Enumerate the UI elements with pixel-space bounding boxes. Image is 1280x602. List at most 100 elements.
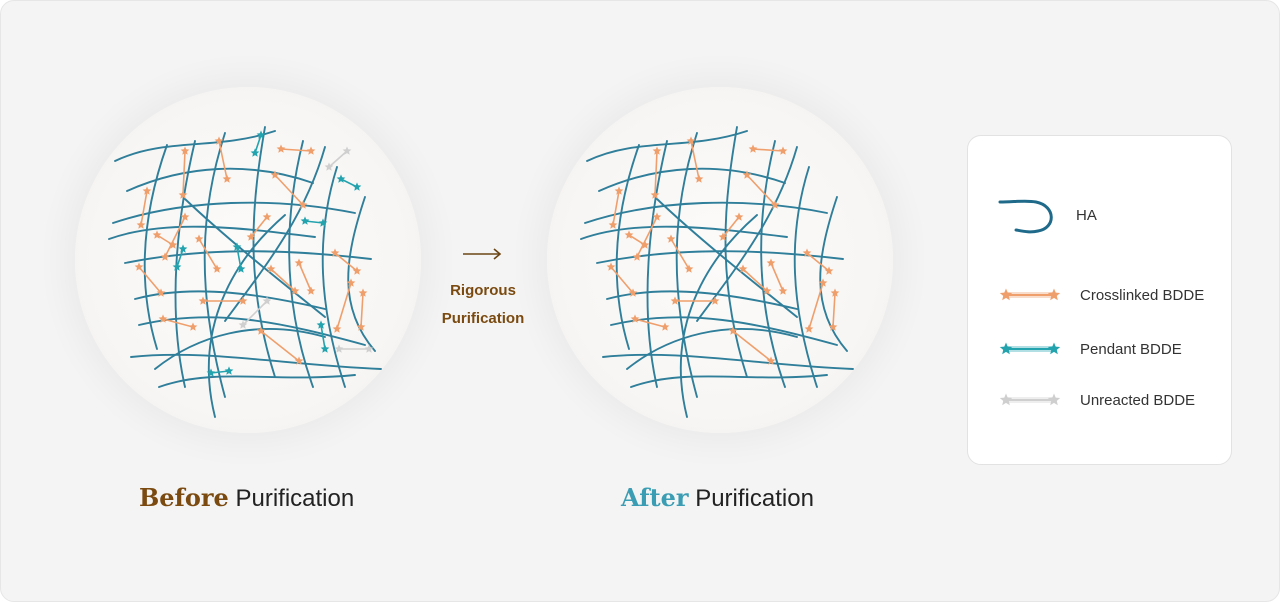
ha-chain xyxy=(114,130,276,162)
crosslinked-bdde-link xyxy=(152,230,178,249)
crosslinked-bdde-link xyxy=(608,186,624,229)
after-network-diagram xyxy=(580,126,854,418)
legend-label-ha: HA xyxy=(1076,207,1097,224)
crosslinked-bdde-link xyxy=(686,136,704,183)
before-caption: Before Purification xyxy=(139,483,354,513)
crosslinked-bdde-link xyxy=(332,278,356,333)
before-network-diagram xyxy=(108,126,382,418)
ha-chain xyxy=(347,196,376,352)
ha-chain xyxy=(321,166,346,388)
ha-chains xyxy=(108,126,382,418)
crosslinked-bdde-link xyxy=(738,264,772,295)
legend-item-pendant: Pendant BDDE xyxy=(968,332,1231,366)
crosslinked-bdde-link xyxy=(728,326,776,365)
pendant-bdde-link xyxy=(172,244,188,271)
before-caption-keyword: Before xyxy=(139,483,229,512)
ha-chain xyxy=(184,198,326,318)
crosslinked-bdde-link xyxy=(650,146,662,199)
crosslinked-bdde-link xyxy=(136,186,152,229)
curved-chain-icon xyxy=(998,199,1053,234)
crosslinked-bdde-link xyxy=(828,288,840,331)
crosslinked-bdde-link xyxy=(158,314,198,331)
ha-chain xyxy=(615,144,640,350)
crosslinked-bdde-link-group xyxy=(134,136,368,365)
crosslinked-bdde-link xyxy=(214,136,232,183)
ha-chain xyxy=(626,328,798,370)
ha-chain xyxy=(656,198,798,318)
after-caption-text: Purification xyxy=(695,485,814,512)
ha-chain xyxy=(584,201,828,224)
crosslinked-bdde-link xyxy=(748,144,788,155)
pendant-bdde-link xyxy=(232,242,246,273)
crosslinked-bdde-link xyxy=(330,248,362,275)
crosslinked-bdde-link xyxy=(178,146,190,199)
unreacted-bdde-link-group xyxy=(238,146,374,353)
ha-chain xyxy=(760,140,786,388)
legend-label-pendant: Pendant BDDE xyxy=(1080,341,1182,358)
ha-chain xyxy=(174,140,196,388)
unreacted-star-link-icon xyxy=(999,393,1061,406)
after-caption-keyword: After xyxy=(621,483,689,512)
unreacted-bdde-link xyxy=(324,146,352,171)
crosslinked-bdde-link xyxy=(246,212,272,241)
pendant-star-link-icon xyxy=(999,342,1061,355)
crosslinked-bdde-link xyxy=(256,326,304,365)
legend-label-unreacted: Unreacted BDDE xyxy=(1080,392,1196,409)
unreacted-bdde-link xyxy=(334,344,374,353)
pendant-bdde-link xyxy=(316,320,330,353)
ha-chain xyxy=(646,140,668,388)
after-network-circle xyxy=(547,87,893,433)
ha-chain xyxy=(630,374,828,388)
ha-chain xyxy=(679,214,758,418)
ha-chain xyxy=(819,196,848,352)
crosslinked-bdde-link xyxy=(766,258,788,295)
ha-chain xyxy=(598,167,786,192)
crosslinked-bdde-link xyxy=(266,264,300,295)
legend-item-unreacted: Unreacted BDDE xyxy=(968,383,1231,417)
ha-chain xyxy=(586,130,748,162)
ha-chain xyxy=(793,166,818,388)
crosslinked-bdde-link xyxy=(194,234,222,273)
legend-panel: HA Crosslinked BDDE Pendant BDDE Unreact… xyxy=(967,135,1232,465)
unreacted-bdde-link xyxy=(238,296,272,329)
crosslinked-bdde-link xyxy=(630,314,670,331)
crosslinked-bdde-link xyxy=(276,144,316,155)
before-network-circle xyxy=(75,87,421,433)
crosslinked-bdde-link xyxy=(356,288,368,331)
process-label-line2: Purification xyxy=(441,310,525,327)
crosslinked-bdde-link xyxy=(294,258,316,295)
crosslinked-bdde-link xyxy=(198,296,248,305)
ha-chain xyxy=(154,328,326,370)
ha-chain xyxy=(130,353,382,370)
crosslinked-bdde-link xyxy=(606,262,638,297)
legend-label-crosslinked: Crosslinked BDDE xyxy=(1080,287,1205,304)
ha-chain xyxy=(602,353,854,370)
crosslinked-bdde-link xyxy=(270,170,308,209)
ha-chain xyxy=(207,214,286,418)
ha-chain xyxy=(606,290,798,310)
ha-chain xyxy=(203,132,226,398)
before-caption-text: Purification xyxy=(235,485,355,512)
ha-chain xyxy=(158,374,356,388)
crosslinked-bdde-link xyxy=(802,248,834,275)
crosslinked-bdde-link xyxy=(742,170,780,209)
pendant-bdde-link-group xyxy=(172,130,362,377)
pendant-bdde-link xyxy=(336,174,362,191)
ha-chain xyxy=(724,126,748,378)
legend-item-ha: HA xyxy=(968,198,1231,234)
crosslinked-bdde-link xyxy=(670,296,720,305)
legend-item-crosslinked: Crosslinked BDDE xyxy=(968,278,1231,312)
process-step: Rigorous Purification xyxy=(427,247,539,333)
ha-chain xyxy=(134,290,326,310)
ha-chain xyxy=(143,144,168,350)
pendant-bdde-link xyxy=(250,130,266,157)
crosslinked-bdde-link xyxy=(632,212,662,261)
ha-chain xyxy=(288,140,314,388)
process-label: Rigorous Purification xyxy=(427,277,539,333)
process-label-line1: Rigorous xyxy=(450,282,516,299)
crosslinked-bdde-link-group xyxy=(606,136,840,365)
pendant-bdde-link xyxy=(300,216,328,227)
ha-chain xyxy=(675,132,698,398)
right-arrow-icon xyxy=(463,248,502,260)
